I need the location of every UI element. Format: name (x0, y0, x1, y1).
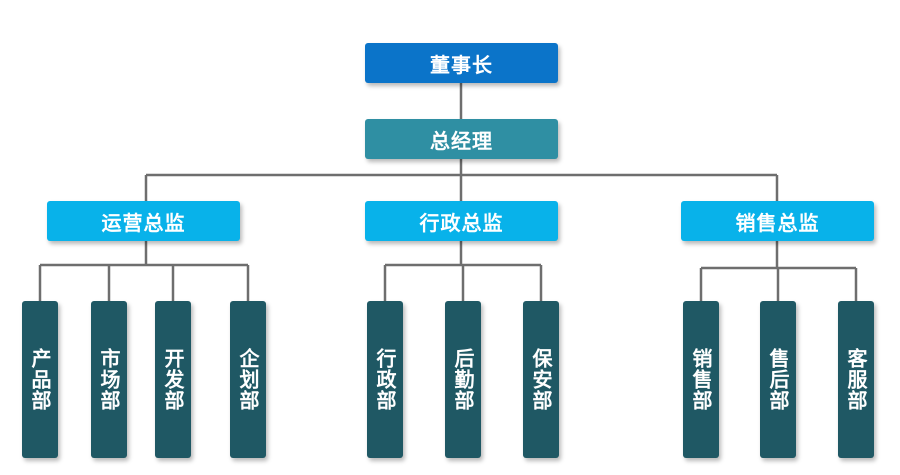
node-dept-administration-label: 行政部 (373, 348, 397, 411)
node-dept-planning: 企划部 (230, 301, 266, 458)
node-dept-product-label: 产品部 (28, 348, 52, 411)
node-dept-security-label: 保安部 (529, 348, 553, 411)
node-general-manager: 总经理 (365, 119, 558, 159)
node-chairman: 董事长 (365, 43, 558, 83)
node-director-sales-label: 销售总监 (735, 210, 820, 235)
node-general-manager-label: 总经理 (430, 128, 493, 153)
node-chairman-label: 董事长 (430, 52, 493, 77)
node-dept-development: 开发部 (155, 301, 191, 458)
node-dept-after-sales-label: 售后部 (766, 348, 790, 411)
node-dept-development-label: 开发部 (161, 348, 185, 411)
node-dept-administration: 行政部 (367, 301, 403, 458)
node-dept-sales-label: 销售部 (689, 348, 713, 411)
node-dept-sales: 销售部 (683, 301, 719, 458)
node-director-administration-label: 行政总监 (419, 210, 504, 235)
node-director-operations-label: 运营总监 (101, 210, 186, 235)
node-dept-product: 产品部 (22, 301, 58, 458)
node-dept-customer-service: 客服部 (838, 301, 874, 458)
node-director-administration: 行政总监 (365, 201, 558, 241)
node-dept-customer-service-label: 客服部 (844, 348, 868, 411)
node-dept-planning-label: 企划部 (236, 348, 260, 411)
node-dept-marketing: 市场部 (91, 301, 127, 458)
node-dept-logistics-label: 后勤部 (451, 348, 475, 411)
node-dept-after-sales: 售后部 (760, 301, 796, 458)
node-director-sales: 销售总监 (681, 201, 874, 241)
node-dept-marketing-label: 市场部 (97, 348, 121, 411)
node-dept-logistics: 后勤部 (445, 301, 481, 458)
node-director-operations: 运营总监 (47, 201, 240, 241)
node-dept-security: 保安部 (523, 301, 559, 458)
